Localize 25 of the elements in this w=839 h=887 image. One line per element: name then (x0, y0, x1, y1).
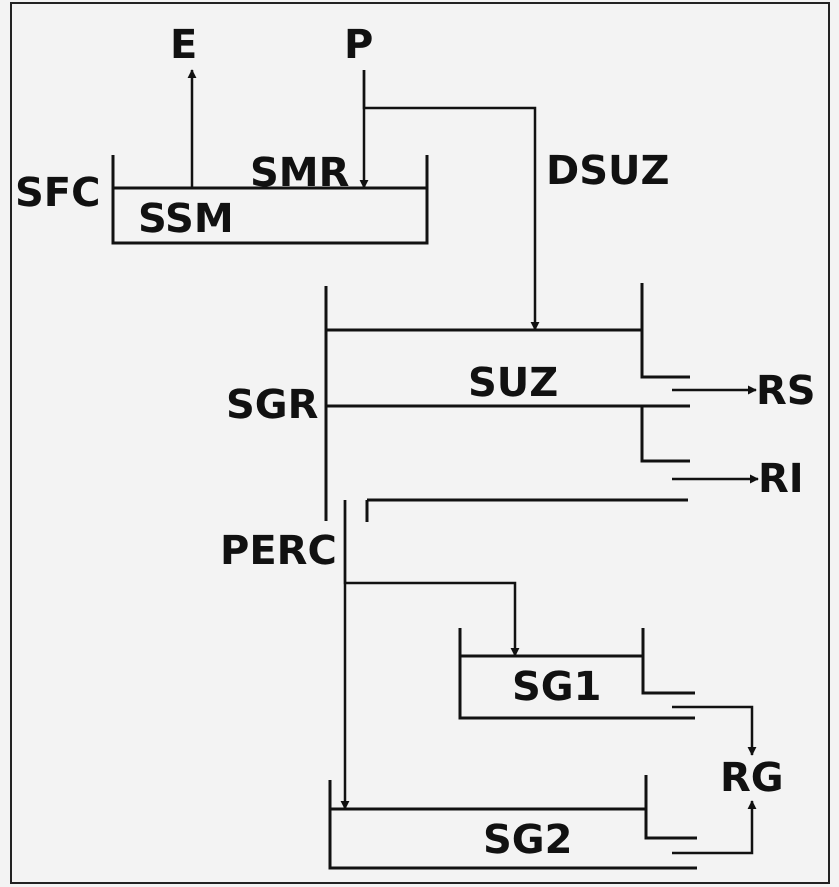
flow-arrow (344, 500, 520, 657)
flux-label: P (344, 22, 374, 68)
reservoir-tank (460, 656, 672, 718)
flux-label: RG (720, 755, 784, 801)
edge-label: DSUZ (546, 148, 670, 194)
threshold-label: SFC (15, 170, 100, 216)
storage-label: SSM (138, 196, 234, 242)
storage-label: SG2 (483, 817, 572, 863)
storage-label: SG1 (512, 664, 602, 710)
flow-arrow (672, 386, 757, 394)
flow-arrow (672, 706, 756, 756)
flow-arrow (362, 70, 540, 331)
reservoir-tank (326, 330, 672, 500)
reservoir-tank (113, 188, 427, 243)
reservoir-tank (330, 809, 672, 868)
flow-arrow (672, 474, 759, 484)
threshold-label: SGR (226, 382, 318, 428)
flux-label: E (170, 22, 198, 68)
flow-arrow (672, 800, 756, 854)
flux-label: RS (756, 368, 816, 414)
edge-label: PERC (220, 528, 337, 574)
edge-label: SMR (250, 150, 350, 196)
flux-label: RI (758, 456, 804, 502)
storage-label: SUZ (468, 360, 558, 406)
flow-arrow (188, 69, 196, 188)
